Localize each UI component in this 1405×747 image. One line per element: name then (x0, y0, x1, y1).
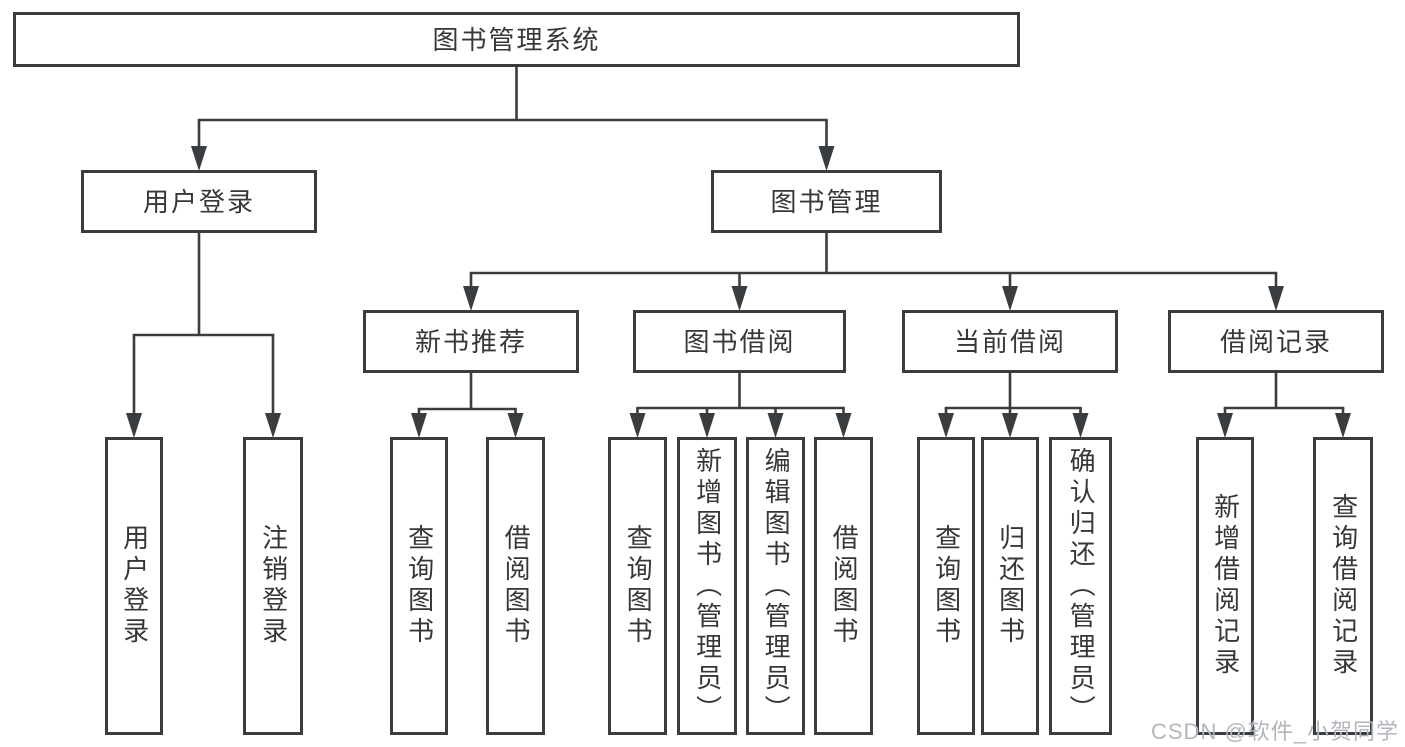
arrowhead-icon (767, 413, 784, 438)
node-label: 归还图书 (995, 524, 1026, 648)
node-leaf-logout: 注销登录 (243, 437, 303, 735)
arrowhead-icon (191, 146, 207, 171)
node-label: 查询图书 (931, 524, 962, 648)
node-leaf-query-books-2: 查询图书 (608, 437, 667, 735)
arrowhead-icon (265, 413, 281, 438)
node-current-borrowing: 当前借阅 (902, 310, 1118, 373)
node-label: 借阅图书 (829, 524, 860, 648)
node-leaf-return-books: 归还图书 (981, 437, 1039, 735)
node-borrowing-records: 借阅记录 (1168, 310, 1384, 373)
arrowhead-icon (1335, 413, 1351, 438)
arrowhead-icon (1217, 413, 1233, 438)
node-label: 确认归还（管理员） (1066, 446, 1097, 726)
node-leaf-add-books: 新增图书（管理员） (677, 437, 737, 735)
arrowhead-icon (463, 286, 479, 311)
arrowhead-icon (411, 413, 427, 438)
node-leaf-confirm-return: 确认归还（管理员） (1049, 437, 1112, 735)
arrowhead-icon (1072, 413, 1089, 438)
arrowhead-icon (1268, 286, 1284, 311)
node-leaf-query-books-1: 查询图书 (390, 437, 448, 735)
node-label: 查询图书 (404, 524, 435, 648)
arrowhead-icon (818, 146, 835, 171)
node-leaf-borrow-books-1: 借阅图书 (486, 437, 545, 735)
node-label: 用户登录 (142, 186, 255, 217)
node-label: 编辑图书（管理员） (761, 446, 792, 726)
node-user-login: 用户登录 (81, 170, 317, 233)
arrowhead-icon (938, 413, 954, 438)
node-label: 借阅记录 (1219, 326, 1332, 357)
node-root: 图书管理系统 (13, 12, 1020, 67)
node-label: 借阅图书 (501, 524, 532, 648)
node-label: 查询图书 (623, 524, 654, 648)
node-leaf-add-borrow-record: 新增借阅记录 (1196, 437, 1254, 735)
arrowhead-icon (835, 413, 852, 438)
arrowhead-icon (1002, 413, 1018, 438)
node-leaf-query-borrow-record: 查询借阅记录 (1313, 437, 1373, 735)
node-leaf-query-books-3: 查询图书 (917, 437, 975, 735)
node-label: 图书管理系统 (432, 24, 601, 55)
node-new-book-recommend: 新书推荐 (363, 310, 579, 373)
arrowhead-icon (699, 413, 715, 438)
arrowhead-icon (507, 413, 524, 438)
node-book-borrowing: 图书借阅 (633, 310, 846, 373)
node-label: 注销登录 (258, 524, 289, 648)
arrowhead-icon (1002, 286, 1018, 311)
node-label: 用户登录 (119, 524, 150, 648)
node-leaf-user-login: 用户登录 (105, 437, 163, 735)
node-label: 查询借阅记录 (1328, 493, 1359, 679)
node-book-management: 图书管理 (711, 170, 942, 233)
node-label: 当前借阅 (953, 326, 1066, 357)
node-label: 图书借阅 (683, 326, 796, 357)
node-label: 新增图书（管理员） (692, 446, 723, 726)
arrowhead-icon (731, 286, 748, 311)
arrowhead-icon (126, 413, 142, 438)
arrowhead-icon (629, 413, 646, 438)
node-leaf-edit-books: 编辑图书（管理员） (746, 437, 805, 735)
node-label: 新增借阅记录 (1210, 493, 1241, 679)
node-label: 新书推荐 (414, 326, 527, 357)
watermark: CSDN @软件_小贺同学 (1151, 719, 1400, 744)
node-leaf-borrow-books-2: 借阅图书 (814, 437, 873, 735)
node-label: 图书管理 (770, 186, 883, 217)
